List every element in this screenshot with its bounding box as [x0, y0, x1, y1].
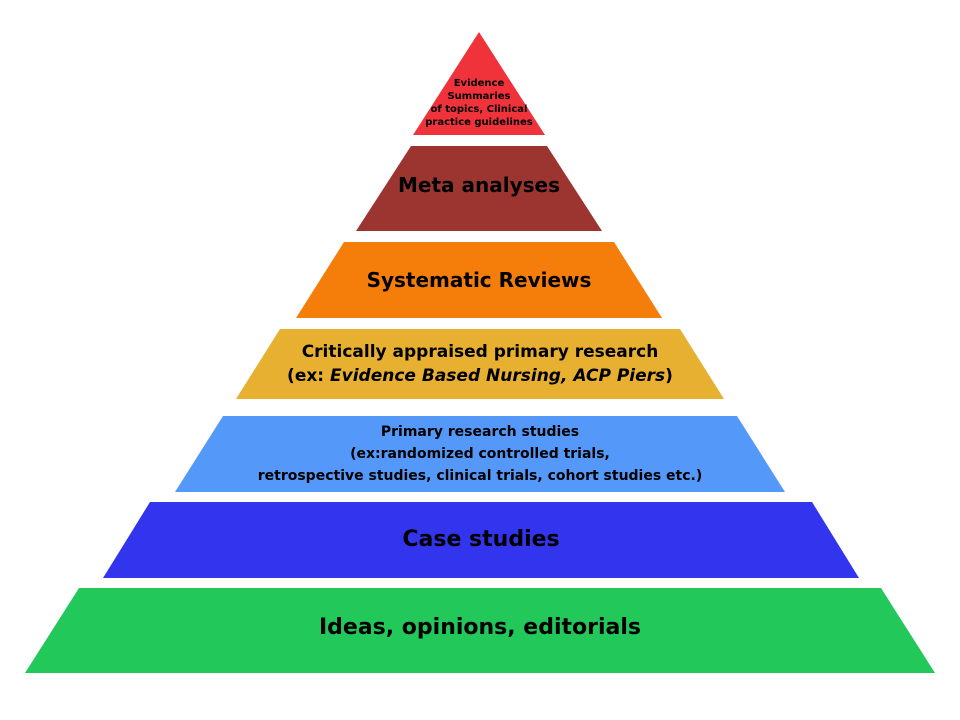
tier-label-suffix: ) [665, 366, 673, 386]
tier-shape [413, 32, 545, 135]
tier-shape [296, 242, 662, 318]
tier-shape [25, 588, 935, 673]
tier-label: Ideas, opinions, editorials [25, 588, 935, 673]
tier-label-line: Critically appraised primary research [301, 342, 659, 362]
tier-label: Critically appraised primary research (e… [236, 329, 724, 399]
tier-label-line: Systematic Reviews [366, 268, 592, 292]
pyramid-tier-evidence-summaries: Evidence Summaries of topics, Clinical p… [413, 32, 545, 135]
tier-label-line: retrospective studies, clinical trials, … [257, 468, 703, 484]
tier-label-line: practice guidelines [425, 116, 533, 128]
tier-label-line: Summaries [447, 90, 511, 102]
tier-label-line: (ex: Evidence Based Nursing, ACP Piers) [287, 364, 673, 388]
pyramid-tier-systematic-reviews: Systematic Reviews [296, 242, 662, 318]
tier-label: Case studies [103, 502, 859, 578]
tier-label-line: Evidence [453, 77, 505, 89]
pyramid-tier-case-studies: Case studies [103, 502, 859, 578]
tier-shape [236, 329, 724, 399]
tier-label-line: (ex:randomized controlled trials, [350, 446, 610, 462]
tier-label: Meta analyses [356, 146, 602, 231]
tier-label-line: Case studies [402, 527, 560, 552]
tier-shape [175, 416, 785, 492]
pyramid-tier-primary-research: Primary research studies (ex:randomized … [175, 416, 785, 492]
pyramid-tier-ideas-opinions: Ideas, opinions, editorials [25, 588, 935, 673]
tier-shape [356, 146, 602, 231]
tier-label-line: of topics, Clinical [430, 103, 528, 115]
tier-label-prefix: (ex: [287, 366, 331, 386]
pyramid-tier-meta-analyses: Meta analyses [356, 146, 602, 231]
pyramid-tier-critically-appraised: Critically appraised primary research (e… [236, 329, 724, 399]
tier-label-line: Primary research studies [380, 424, 580, 440]
tier-label: Primary research studies (ex:randomized … [175, 416, 785, 492]
tier-label-line: Ideas, opinions, editorials [318, 614, 642, 640]
tier-label: Evidence Summaries of topics, Clinical p… [413, 32, 545, 135]
tier-label: Systematic Reviews [296, 242, 662, 318]
tier-label-line: Meta analyses [398, 172, 560, 197]
tier-shape [103, 502, 859, 578]
tier-label-examples: Evidence Based Nursing, ACP Piers [330, 366, 666, 386]
